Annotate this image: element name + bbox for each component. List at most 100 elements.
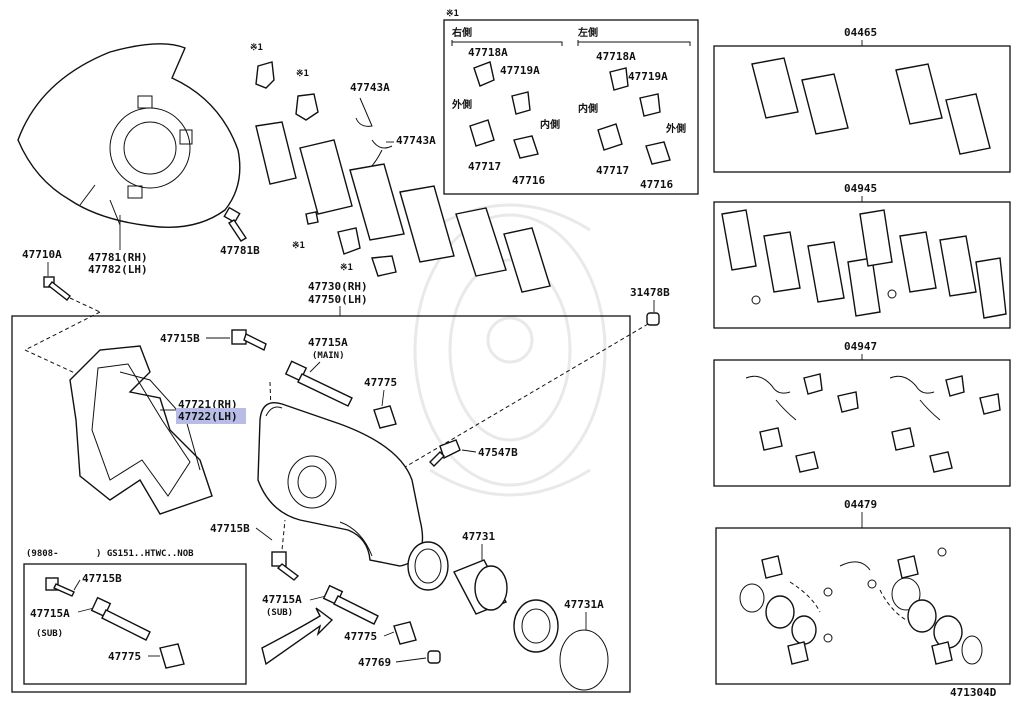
label-47547b: 47547B bbox=[478, 446, 518, 459]
caliper-bracket bbox=[69, 345, 213, 515]
pin-47715a-sub bbox=[322, 584, 379, 625]
label-47718a-l: 47718A bbox=[596, 50, 636, 63]
pin-47715a-inset bbox=[90, 596, 151, 641]
kit-04945-frame bbox=[713, 201, 1011, 329]
label-47750: 47750(LH) bbox=[308, 293, 368, 306]
clip-a bbox=[255, 61, 275, 89]
label-47715a-main: 47715A bbox=[308, 336, 348, 349]
clip-47719a-l bbox=[639, 93, 661, 117]
label-47718a-r: 47718A bbox=[468, 46, 508, 59]
bolt-47715b-3 bbox=[45, 577, 75, 597]
label-47769: 47769 bbox=[358, 656, 391, 669]
label-47715a-sub1: 47715A bbox=[30, 607, 70, 620]
piston-boot bbox=[513, 599, 559, 653]
label-47731: 47731 bbox=[462, 530, 495, 543]
spring-47743a-1 bbox=[355, 97, 373, 127]
sub-arrow bbox=[261, 607, 334, 666]
label-outer-l: 外側 bbox=[665, 122, 686, 135]
clip-47716-r bbox=[513, 135, 539, 159]
boot-47775-2 bbox=[159, 643, 185, 669]
bolt-47781b bbox=[223, 206, 247, 242]
clip-b bbox=[295, 93, 319, 121]
kit-04465-pads bbox=[751, 57, 991, 155]
spring-47743a-2 bbox=[369, 139, 393, 169]
note-kome1-box: ※1 bbox=[446, 9, 459, 19]
kit-04465-frame bbox=[713, 45, 1011, 173]
note-kome1-b: ※1 bbox=[296, 69, 309, 79]
label-47716-r: 47716 bbox=[512, 174, 545, 187]
ring-47731a bbox=[559, 629, 609, 691]
label-main: (MAIN) bbox=[312, 351, 345, 361]
drawing-number: 471304D bbox=[950, 686, 997, 699]
kit-04479-seals bbox=[739, 547, 983, 665]
label-47721: 47721(RH) bbox=[178, 398, 238, 411]
label-47719a-r: 47719A bbox=[500, 64, 540, 77]
kit-04945-pads bbox=[721, 209, 1007, 319]
label-47781: 47781(RH) bbox=[88, 251, 148, 264]
label-47743a-1: 47743A bbox=[350, 81, 390, 94]
kit-04479-frame bbox=[715, 527, 1011, 685]
bolt-47715b-1 bbox=[231, 329, 267, 351]
label-left-side: 左側 bbox=[577, 26, 598, 39]
clip-detail-frame bbox=[443, 19, 699, 195]
shim-small bbox=[305, 211, 319, 225]
label-47719a-l: 47719A bbox=[628, 70, 668, 83]
label-47775-3: 47775 bbox=[344, 630, 377, 643]
label-sub1: (SUB) bbox=[36, 629, 63, 639]
label-47722-highlight bbox=[176, 408, 246, 424]
label-47743a-2: 47743A bbox=[396, 134, 436, 147]
bolt-47710a bbox=[43, 276, 71, 301]
label-47717-r: 47717 bbox=[468, 160, 501, 173]
label-47717-l: 47717 bbox=[596, 164, 629, 177]
label-47710a: 47710A bbox=[22, 248, 62, 261]
clip-c bbox=[337, 227, 361, 255]
pin-47715a-main bbox=[284, 360, 353, 407]
piston bbox=[453, 559, 508, 615]
brake-pads-center bbox=[255, 121, 551, 293]
label-kit-04479: 04479 bbox=[844, 498, 877, 511]
note-kome1-a: ※1 bbox=[250, 43, 263, 53]
clip-47719a-r bbox=[511, 91, 531, 115]
clip-47717-l bbox=[597, 123, 623, 151]
label-47775-1: 47775 bbox=[364, 376, 397, 389]
label-right-side: 右側 bbox=[451, 26, 472, 39]
clip-d bbox=[371, 255, 397, 277]
label-kit-04947: 04947 bbox=[844, 340, 877, 353]
clip-47718a-l bbox=[609, 67, 629, 91]
clip-47717-r bbox=[469, 119, 495, 147]
label-47715b-1: 47715B bbox=[160, 332, 200, 345]
kit-04947-frame bbox=[713, 359, 1011, 487]
cap-31478b bbox=[646, 312, 660, 326]
note-9808: (9808- bbox=[26, 549, 59, 559]
boot-47775-1 bbox=[373, 405, 397, 429]
bleeder-47547b bbox=[429, 439, 461, 467]
caliper-assembly-frame bbox=[11, 315, 631, 693]
piston-seal-47731 bbox=[407, 541, 449, 591]
label-47715b-2: 47715B bbox=[210, 522, 250, 535]
label-47781b: 47781B bbox=[220, 244, 260, 257]
clip-47716-l bbox=[645, 141, 671, 165]
watermark bbox=[413, 203, 607, 497]
label-47782: 47782(LH) bbox=[88, 263, 148, 276]
note-kome1-d: ※1 bbox=[340, 263, 353, 273]
bolt-47715b-2 bbox=[271, 551, 300, 581]
label-sub2: (SUB) bbox=[266, 608, 293, 618]
label-47715a-sub2: 47715A bbox=[262, 593, 302, 606]
inset-old-type-frame bbox=[23, 563, 247, 685]
label-kit-04465: 04465 bbox=[844, 26, 877, 39]
label-inner-r: 内側 bbox=[540, 118, 560, 131]
note-kome1-c: ※1 bbox=[292, 241, 305, 251]
boot-47775-3 bbox=[393, 621, 417, 645]
label-31478b: 31478B bbox=[630, 286, 670, 299]
label-outer-r: 外側 bbox=[451, 98, 472, 111]
label-47731a: 47731A bbox=[564, 598, 604, 611]
label-47716-l: 47716 bbox=[640, 178, 673, 191]
label-inner-l: 内側 bbox=[578, 102, 598, 115]
dust-shield bbox=[17, 43, 241, 228]
label-47722: 47722(LH) bbox=[178, 410, 238, 423]
label-kit-04945: 04945 bbox=[844, 182, 877, 195]
note-gs151: ) GS151..HTWC..NOB bbox=[96, 549, 194, 559]
label-47775-2: 47775 bbox=[108, 650, 141, 663]
cap-47769 bbox=[427, 650, 441, 664]
